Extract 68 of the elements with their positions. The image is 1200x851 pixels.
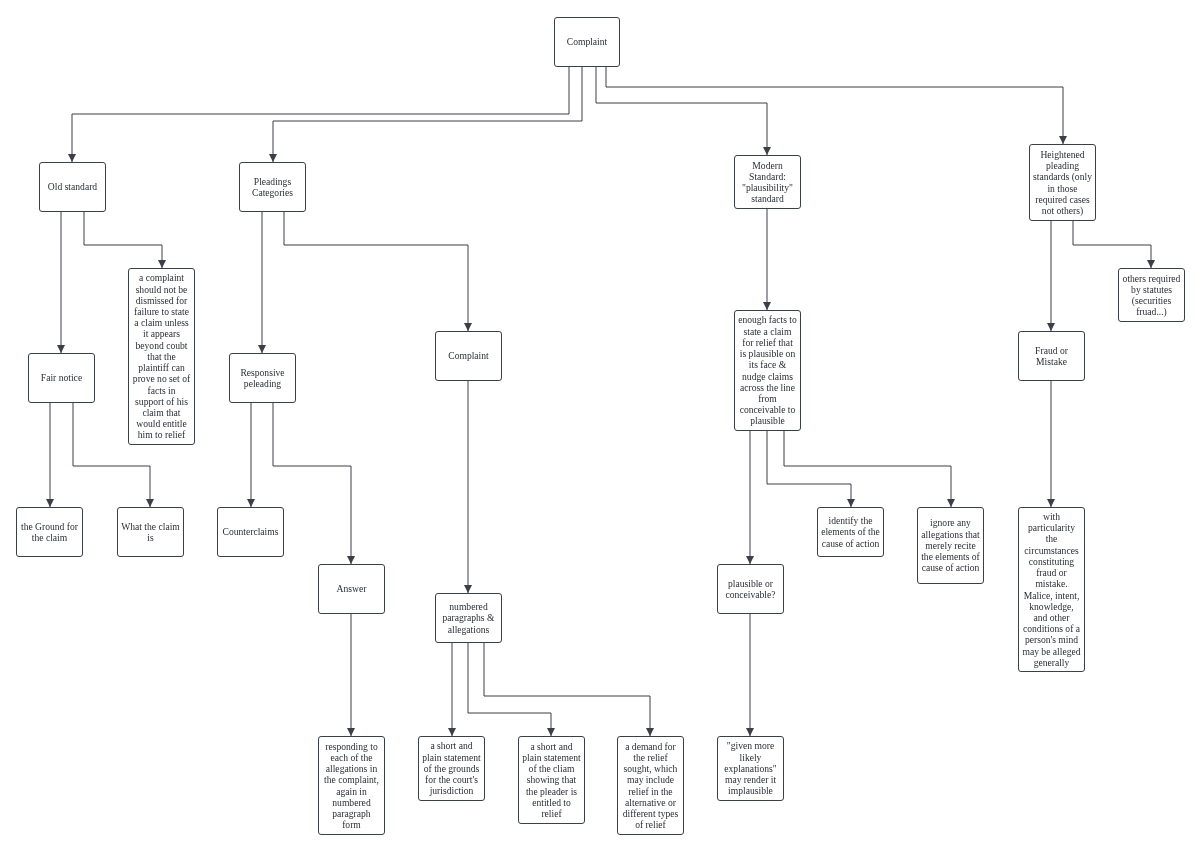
- arrow: [272, 402, 355, 565]
- arrow: [269, 66, 583, 163]
- box-text: "given more likely explanations" may render it implausible: [723, 740, 778, 797]
- process-box: [817, 507, 884, 557]
- box-text: the Ground for the claim: [20, 520, 79, 544]
- process-box: [16, 507, 83, 557]
- arrow: [746, 613, 754, 737]
- process-box: [28, 353, 95, 403]
- arrow: [763, 208, 771, 311]
- box-text: a demand for the relief sought, which may include relief in the alternative or different types of relief: [621, 740, 680, 831]
- box-text: responding to each of the allegations in the complaint, again in numbered paragraph form: [323, 740, 380, 831]
- box-text: Answer: [336, 583, 367, 595]
- arrow: [483, 642, 654, 737]
- box-text: Complaint: [448, 350, 489, 362]
- box-text: What the claim is: [121, 520, 180, 544]
- box-text: Fair notice: [40, 372, 83, 384]
- arrow: [464, 380, 472, 594]
- arrow: [448, 642, 456, 737]
- box-text: numbered paragraphs & allegations: [441, 601, 496, 635]
- arrow: [1047, 220, 1055, 332]
- process-box: [39, 162, 106, 212]
- box-text: ignore any allegations that merely recite the elements of cause of action: [921, 517, 980, 574]
- arrow: [746, 430, 754, 565]
- box-text: a short and plain statement of the cliam showing that the pleader is entitled to relief: [522, 740, 581, 820]
- process-box: [554, 17, 620, 67]
- process-box: [717, 736, 784, 801]
- box-text: others required by statutes (securities fruad...): [1122, 272, 1181, 318]
- process-box: [717, 564, 784, 614]
- box-text: plausible or conceivable?: [724, 577, 777, 601]
- box-text: a complaint should not be dismissed for failure to state a claim unless it appears beyond coubt that the plaintiff can prove no set of facts in support of his claim that would entitle him to relief: [132, 272, 191, 441]
- arrow: [605, 66, 1067, 145]
- arrow: [46, 402, 54, 508]
- arrow: [347, 613, 355, 737]
- arrow: [83, 211, 166, 269]
- arrow: [1072, 220, 1155, 269]
- box-text: Old standard: [47, 181, 98, 193]
- process-box: [229, 353, 296, 403]
- arrow: [72, 402, 154, 508]
- arrow: [68, 66, 570, 163]
- arrow: [57, 211, 65, 354]
- process-box: [318, 564, 385, 614]
- process-box: [435, 593, 502, 643]
- process-box: [239, 162, 306, 212]
- box-text: Modern Standard: "plausibility" standard: [741, 159, 794, 205]
- process-box: [1018, 331, 1085, 381]
- arrow: [766, 430, 855, 508]
- box-text: Heightened pleading standards (only in those required cases not others): [1033, 148, 1092, 217]
- process-box: [435, 331, 502, 381]
- box-text: enough facts to state a claim for relief that is plausible on its face & nudge claims across the line from conceivable to plausible: [738, 314, 797, 427]
- box-text: a short and plain statement of the grounds for the court's jurisdiction: [422, 740, 481, 797]
- arrow: [595, 66, 771, 156]
- box-text: with particularity the circumstances constituting fraud or mistake. Malice, intent, knowledge, and other conditions of a person's mind may be alleged generally: [1022, 511, 1081, 668]
- arrow: [247, 402, 255, 508]
- box-text: Responsive peleading: [239, 366, 286, 390]
- box-text: Counterclaims: [222, 526, 279, 538]
- box-text: identify the elements of the cause of action: [821, 515, 880, 549]
- arrow: [467, 642, 555, 737]
- arrow: [258, 211, 266, 354]
- box-text: Fraud or Mistake: [1034, 344, 1069, 368]
- arrow: [283, 211, 472, 332]
- process-box: [217, 507, 284, 557]
- process-box: [117, 507, 184, 557]
- process-box: [734, 155, 801, 209]
- box-text: Complaint: [566, 36, 608, 48]
- box-text: Pleadings Categories: [251, 175, 294, 199]
- arrow: [783, 430, 955, 508]
- process-box: [917, 507, 984, 584]
- arrow: [1047, 380, 1055, 508]
